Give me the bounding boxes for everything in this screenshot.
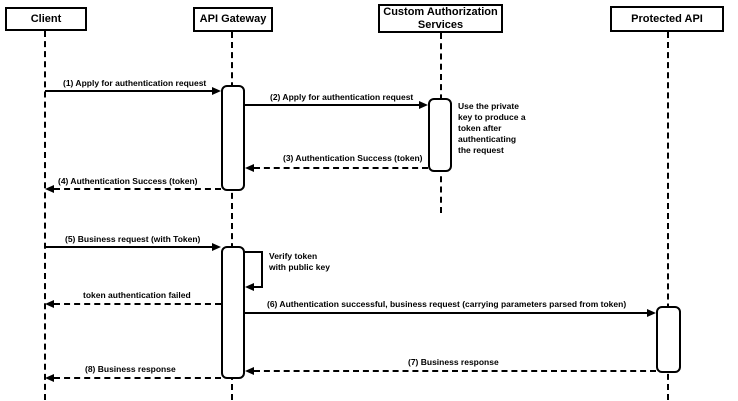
actor-custom-auth: Custom Authorization Services [378,4,503,33]
self-message-vertical-line [261,251,263,287]
message-7-arrowhead-icon [245,367,254,375]
message-3-label: (3) Authentication Success (token) [283,153,423,163]
actor-protected-api-label: Protected API [631,12,703,25]
message-6-arrowhead-icon [647,309,656,317]
note-private-key: Use the private key to produce a token a… [458,101,526,155]
activation-api-gateway-1 [221,85,245,191]
self-message-bottom-line [253,286,263,288]
actor-client: Client [5,7,87,31]
self-message-top-line [245,251,263,253]
lifeline-api-gateway [231,32,233,400]
message-token-failed-line [54,303,221,305]
self-message-arrowhead-icon [245,283,254,291]
message-8-arrowhead-icon [45,374,54,382]
message-token-failed-arrowhead-icon [45,300,54,308]
message-5-arrowhead-icon [212,243,221,251]
message-4-arrowhead-icon [45,185,54,193]
self-message-label: Verify token with public key [269,251,330,272]
message-5-line [45,246,212,248]
message-7-label: (7) Business response [408,357,499,367]
actor-api-gateway-label: API Gateway [199,13,267,26]
lifeline-client [44,31,46,400]
activation-protected-api [656,306,681,373]
message-3-line [254,167,428,169]
message-6-label: (6) Authentication successful, business … [267,299,627,309]
actor-custom-auth-label: Custom Authorization Services [383,5,498,31]
actor-protected-api: Protected API [610,6,724,32]
message-2-arrowhead-icon [419,101,428,109]
message-5-label: (5) Business request (with Token) [65,234,201,244]
message-7-line [254,370,656,372]
message-8-line [54,377,221,379]
activation-custom-auth [428,98,452,172]
lifeline-protected-api [667,32,669,400]
actor-client-label: Client [30,12,62,25]
message-4-label: (4) Authentication Success (token) [58,176,198,186]
message-1-arrowhead-icon [212,87,221,95]
actor-api-gateway: API Gateway [193,7,273,32]
message-token-failed-label: token authentication failed [83,290,191,300]
message-2-line [245,104,419,106]
activation-api-gateway-2 [221,246,245,379]
message-4-line [54,188,221,190]
message-8-label: (8) Business response [85,364,176,374]
message-1-label: (1) Apply for authentication request [63,78,207,88]
message-3-arrowhead-icon [245,164,254,172]
message-2-label: (2) Apply for authentication request [270,92,414,102]
message-6-line [245,312,647,314]
message-1-line [45,90,212,92]
